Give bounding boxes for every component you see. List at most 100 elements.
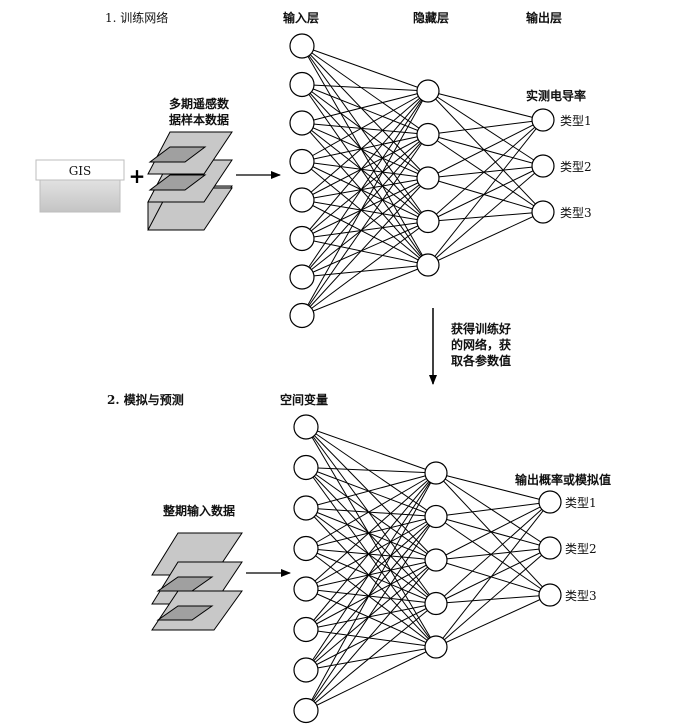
- net2-hidden-node: [424, 461, 448, 485]
- net1-edge: [427, 119, 544, 222]
- net2-edge: [305, 426, 437, 474]
- net2-hidden-node: [424, 591, 448, 616]
- net2-edge: [305, 426, 437, 517]
- net1-input-node: [289, 225, 315, 252]
- net2-hidden-node: [424, 635, 448, 659]
- net1-edge: [301, 161, 429, 222]
- net1-input-node: [289, 110, 315, 136]
- net2-edge: [435, 501, 551, 517]
- net2-output-node: [538, 536, 562, 560]
- net2-edge: [305, 467, 437, 474]
- net1-edge: [301, 122, 429, 135]
- net1-edge: [301, 45, 429, 222]
- net1-edge: [427, 211, 544, 266]
- net2-edge: [305, 426, 437, 604]
- net1-output-node: [531, 200, 555, 224]
- net2-edge: [305, 426, 437, 648]
- net2-edge: [305, 646, 437, 711]
- net2-edge: [305, 559, 437, 630]
- net2-edge: [435, 501, 551, 604]
- section1-hidden-layer-label: 隐藏层: [413, 10, 449, 25]
- net2-edge: [305, 588, 437, 604]
- net2-edge: [305, 507, 437, 517]
- net1-input-node: [289, 187, 315, 213]
- net1-edge: [427, 165, 544, 266]
- net2-edge: [305, 472, 437, 549]
- net2-edge: [305, 516, 437, 711]
- net1-edge: [301, 122, 429, 266]
- net2-hidden-node: [424, 504, 448, 529]
- net2-edge: [305, 516, 437, 549]
- net1-edge: [301, 122, 429, 179]
- net2-edge: [305, 472, 437, 590]
- net1-edge: [427, 134, 544, 213]
- net2-edge: [305, 516, 437, 671]
- net2-input-node: [293, 535, 319, 562]
- net2-edge: [305, 472, 437, 671]
- net2-edge: [435, 472, 551, 549]
- net2-output-node: [538, 490, 562, 514]
- net2-input-node: [293, 657, 319, 683]
- section1-output-title: 实测电导率: [526, 88, 586, 103]
- net1-input-node: [289, 33, 315, 59]
- net2-edge: [305, 603, 437, 671]
- section1-output-class-2: 类型2: [560, 160, 592, 174]
- net1-edge: [301, 161, 429, 266]
- net2-edge: [305, 507, 437, 604]
- net2-edge: [435, 547, 551, 561]
- net1-edge: [301, 122, 429, 222]
- section2-input-layer-label: 空间变量: [280, 392, 328, 407]
- net2-edge: [305, 467, 437, 517]
- net1-input-node: [289, 302, 315, 329]
- section1-output-class-1: 类型1: [560, 114, 592, 128]
- net1-hidden-node: [416, 209, 440, 234]
- net1-edge: [301, 90, 429, 316]
- gis-box: GIS: [35, 159, 125, 213]
- net2-edge: [435, 594, 551, 648]
- net2-edge: [305, 559, 437, 590]
- net2-edge: [435, 516, 551, 596]
- net1-edge: [301, 134, 429, 201]
- gis-label: GIS: [69, 164, 92, 178]
- net2-output-node: [538, 583, 562, 607]
- net1-hidden-node: [416, 122, 440, 147]
- net2-edge: [305, 507, 437, 648]
- net2-input-node: [293, 576, 319, 602]
- net2-edge: [435, 516, 551, 549]
- net1-edge: [427, 90, 544, 167]
- net2-edge: [435, 559, 551, 596]
- net1-edge: [301, 221, 429, 278]
- net1-edge: [427, 165, 544, 222]
- net1-edge: [427, 177, 544, 213]
- net1-edge: [301, 238, 429, 266]
- net2-edge: [305, 472, 437, 509]
- net1-input-node: [289, 264, 315, 290]
- net1-edge: [301, 45, 429, 266]
- net1-hidden-node: [416, 166, 440, 190]
- net1-hidden-node: [416, 79, 440, 103]
- net1-edge: [427, 90, 544, 121]
- net1-edge: [301, 134, 429, 316]
- net2-edge: [305, 646, 437, 671]
- section2-input-data-label: 整期输入数据: [162, 503, 235, 518]
- plus-sign: +: [129, 164, 146, 188]
- net2-edge: [435, 472, 551, 596]
- net1-edge: [301, 45, 429, 92]
- net2-edge: [435, 501, 551, 648]
- transition-text-line3: 取各参数值: [451, 353, 511, 368]
- net1-edge: [301, 84, 429, 266]
- net2-edge: [305, 548, 437, 648]
- section2-title: 2. 模拟与预测: [107, 392, 184, 407]
- net2-edge: [435, 594, 551, 604]
- net2-edge: [305, 467, 437, 604]
- net1-edge: [427, 119, 544, 179]
- net1-hidden-node: [416, 253, 440, 277]
- net1-edge: [301, 134, 429, 278]
- net1-edge: [301, 84, 429, 92]
- net1-input-node: [289, 71, 315, 98]
- net1-edge: [301, 45, 429, 135]
- net2-edge: [305, 467, 437, 648]
- net2-edge: [435, 547, 551, 604]
- net1-edge: [301, 177, 429, 278]
- network2-edges: [305, 426, 551, 711]
